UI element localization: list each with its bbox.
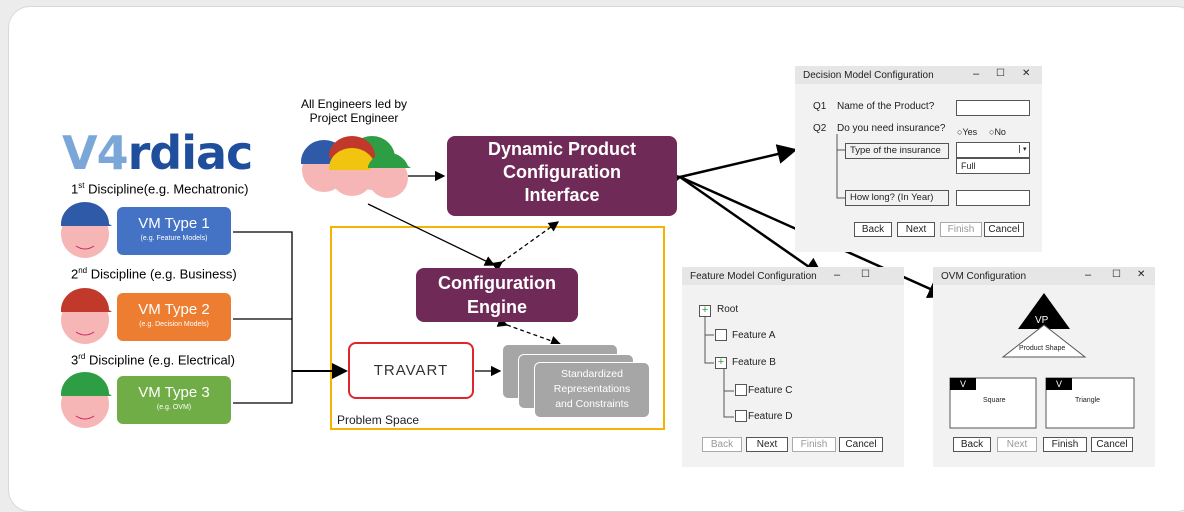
maximize-icon[interactable]: ☐ xyxy=(1112,269,1121,280)
insurance-type-label-box: Type of the insurance xyxy=(845,143,949,159)
minimize-icon[interactable]: – xyxy=(973,68,980,80)
travart-box: TRAVART xyxy=(348,342,474,399)
maximize-icon[interactable]: ☐ xyxy=(996,68,1005,79)
close-icon[interactable]: ✕ xyxy=(1137,269,1146,280)
feature-titlebar: Feature Model Configuration – ☐ xyxy=(682,267,904,285)
feature-a-label: Feature A xyxy=(732,330,776,341)
back-button[interactable]: Back xyxy=(702,437,742,452)
insurance-no-radio[interactable]: ○No xyxy=(989,127,1006,137)
q1-text: Name of the Product? xyxy=(837,101,935,112)
square-variant[interactable]: Square xyxy=(983,397,1006,404)
next-button[interactable]: Next xyxy=(897,222,935,237)
q2-label: Q2 xyxy=(813,123,827,134)
feature-d-checkbox[interactable] xyxy=(735,410,747,422)
feature-b-expand-icon[interactable]: + xyxy=(715,357,727,369)
next-button[interactable]: Next xyxy=(746,437,788,452)
vp-label: VP xyxy=(1035,315,1049,326)
feature-model-window: Feature Model Configuration – ☐ + Root F… xyxy=(682,267,904,467)
ovm-titlebar: OVM Configuration – ☐ ✕ xyxy=(933,267,1155,285)
decision-model-window: Decision Model Configuration – ☐ ✕ Q1 Na… xyxy=(795,66,1042,252)
next-button[interactable]: Next xyxy=(997,437,1037,452)
problem-space-label: Problem Space xyxy=(337,413,420,427)
engineer-1-icon xyxy=(61,202,112,258)
insurance-type-option-full[interactable]: Full xyxy=(956,158,1030,174)
triangle-variant[interactable]: Triangle xyxy=(1075,397,1101,404)
chevron-down-icon[interactable]: ▾ xyxy=(1019,145,1027,153)
v4rdiac-logo: V4rdiac xyxy=(62,126,253,180)
discipline-2-label: 2nd Discipline (e.g. Business) xyxy=(71,266,237,282)
finish-button[interactable]: Finish xyxy=(1043,437,1087,452)
feature-tree-lines xyxy=(704,315,734,418)
minimize-icon[interactable]: – xyxy=(1085,269,1092,281)
variant-1-tag: V xyxy=(960,379,967,389)
cancel-button[interactable]: Cancel xyxy=(984,222,1024,237)
feature-d-label: Feature D xyxy=(748,411,793,422)
back-button[interactable]: Back xyxy=(953,437,991,452)
cancel-button[interactable]: Cancel xyxy=(1091,437,1133,452)
feature-b-label: Feature B xyxy=(732,357,776,368)
finish-button[interactable]: Finish xyxy=(940,222,982,237)
engineers-label: All Engineers led by Project Engineer xyxy=(300,97,408,125)
q1-label: Q1 xyxy=(813,101,827,112)
variant-2-tag: V xyxy=(1056,379,1063,389)
feature-a-checkbox[interactable] xyxy=(715,329,727,341)
minimize-icon[interactable]: – xyxy=(834,269,841,281)
finish-button[interactable]: Finish xyxy=(792,437,836,452)
discipline-1-label: 1st Discipline(e.g. Mechatronic) xyxy=(71,181,249,197)
product-shape-label: Product Shape xyxy=(1019,345,1066,352)
how-long-input[interactable] xyxy=(956,190,1030,206)
root-expand-icon[interactable]: + xyxy=(699,305,711,317)
product-name-input[interactable] xyxy=(956,100,1030,116)
vm-type-2-box: VM Type 2(e.g. Decision Models) xyxy=(117,293,231,341)
how-long-label-box: How long? (In Year) xyxy=(845,190,949,206)
feature-c-label: Feature C xyxy=(748,385,793,396)
vm-type-1-box: VM Type 1(e.g. Feature Models) xyxy=(117,207,231,255)
insurance-type-select[interactable]: ▾ xyxy=(956,142,1030,158)
decision-titlebar: Decision Model Configuration – ☐ ✕ xyxy=(795,66,1042,84)
back-button[interactable]: Back xyxy=(854,222,892,237)
ovm-diagram xyxy=(949,293,1135,429)
feature-root-label: Root xyxy=(717,304,739,315)
ovm-window: OVM Configuration – ☐ ✕ VP Product Shape… xyxy=(933,267,1155,467)
q2-text: Do you need insurance? xyxy=(837,123,946,134)
maximize-icon[interactable]: ☐ xyxy=(861,269,870,280)
insurance-yes-radio[interactable]: ○Yes xyxy=(957,127,978,137)
engineer-2-icon xyxy=(61,288,112,344)
engineer-3-icon xyxy=(61,372,112,428)
vm-type-3-box: VM Type 3(e.g. OVM) xyxy=(117,376,231,424)
engineers-group-icon xyxy=(301,136,411,198)
cancel-button[interactable]: Cancel xyxy=(839,437,883,452)
feature-c-checkbox[interactable] xyxy=(735,384,747,396)
discipline-3-label: 3rd Discipline (e.g. Electrical) xyxy=(71,352,235,368)
close-icon[interactable]: ✕ xyxy=(1022,68,1031,79)
